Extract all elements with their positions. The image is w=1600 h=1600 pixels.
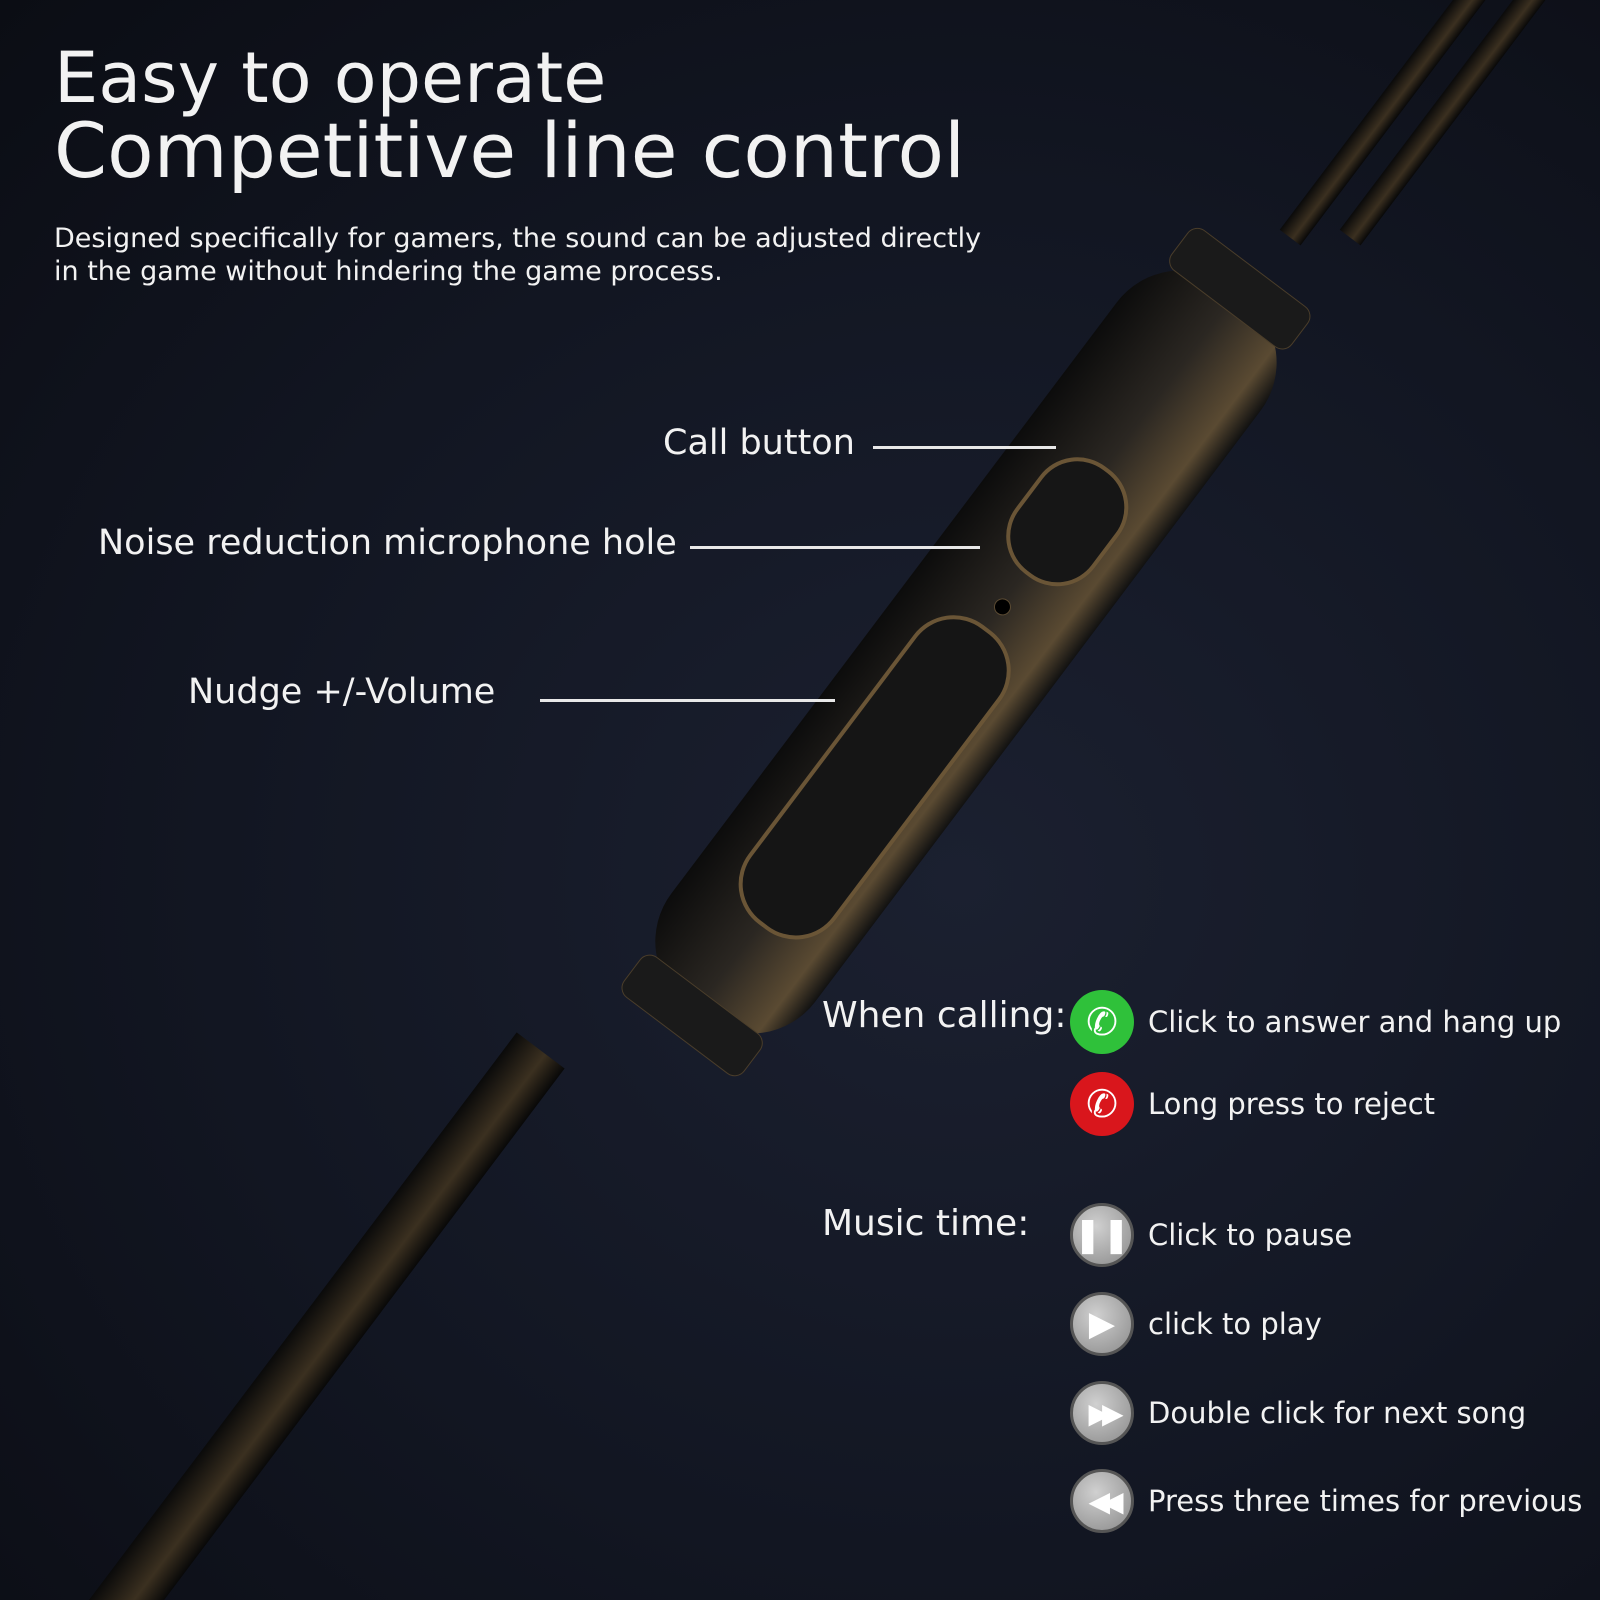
cable-top-1 xyxy=(1279,0,1554,246)
music-item-text: Double click for next song xyxy=(1148,1396,1527,1430)
mic-hole xyxy=(993,598,1011,616)
call-button-shape xyxy=(1006,457,1129,587)
pause-icon: ❚❚ xyxy=(1070,1203,1134,1267)
call-button-label: Call button xyxy=(663,423,855,463)
title-line-2: Competitive line control xyxy=(54,106,966,195)
calling-item-answer: ✆ Click to answer and hang up xyxy=(1070,990,1561,1054)
next-icon: ▶▶ xyxy=(1070,1381,1134,1445)
music-item-text: Click to pause xyxy=(1148,1218,1353,1252)
when-calling-label: When calling: xyxy=(822,995,1067,1036)
mic-hole-label: Noise reduction microphone hole xyxy=(98,523,677,563)
music-item-pause: ❚❚ Click to pause xyxy=(1070,1203,1352,1267)
phone-red-icon: ✆ xyxy=(1070,1072,1134,1136)
music-time-label: Music time: xyxy=(822,1203,1030,1244)
call-button-leader-line xyxy=(873,446,1056,449)
music-item-play: ▶ click to play xyxy=(1070,1292,1322,1356)
mic-hole-leader-line xyxy=(690,546,980,549)
volume-button-shape xyxy=(738,615,1011,940)
description: Designed specifically for gamers, the so… xyxy=(54,223,982,287)
music-item-previous: ◀◀ Press three times for previous xyxy=(1070,1469,1582,1533)
music-item-text: click to play xyxy=(1148,1307,1322,1341)
music-item-text: Press three times for previous xyxy=(1148,1484,1583,1518)
phone-green-icon: ✆ xyxy=(1070,990,1134,1054)
calling-item-text: Click to answer and hang up xyxy=(1148,1005,1562,1039)
play-icon: ▶ xyxy=(1070,1292,1134,1356)
calling-item-reject: ✆ Long press to reject xyxy=(1070,1072,1435,1136)
music-item-next: ▶▶ Double click for next song xyxy=(1070,1381,1526,1445)
previous-icon: ◀◀ xyxy=(1070,1469,1134,1533)
volume-leader-line xyxy=(540,699,835,702)
cable-bottom xyxy=(59,1032,565,1600)
cable-top-2 xyxy=(1339,0,1600,246)
title-line-1: Easy to operate xyxy=(54,37,607,119)
calling-item-text: Long press to reject xyxy=(1148,1087,1436,1121)
volume-label: Nudge +/-Volume xyxy=(188,672,496,712)
